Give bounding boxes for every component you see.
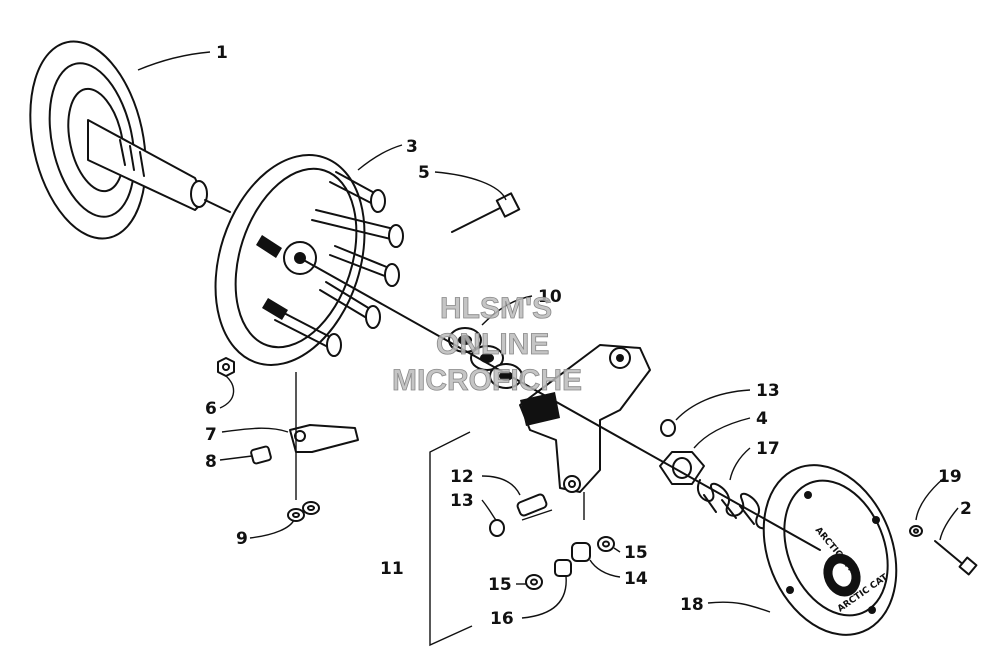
watermark-line-2: ONLINE	[436, 328, 549, 361]
part-4-hex-nut	[659, 451, 705, 485]
callout-17: 17	[756, 439, 780, 459]
callout-10: 10	[538, 287, 562, 307]
leader-lines	[137, 51, 959, 619]
part-3-housing	[214, 154, 404, 366]
callout-15a: 15	[624, 543, 648, 563]
callout-1: 1	[216, 43, 228, 63]
callout-19: 19	[938, 467, 962, 487]
part-5-bolt	[451, 192, 521, 233]
callout-12: 12	[450, 467, 474, 487]
watermark: HLSM'S ONLINE MICROFICHE	[392, 292, 583, 398]
callout-13a: 13	[450, 491, 474, 511]
part-12-pin	[516, 493, 548, 517]
callout-13b: 13	[756, 381, 780, 401]
callout-11: 11	[380, 559, 404, 579]
part-19-washer	[909, 525, 923, 537]
callout-8: 8	[205, 452, 217, 472]
callout-7: 7	[205, 425, 217, 445]
callout-15b: 15	[488, 575, 512, 595]
watermark-line-3: MICROFICHE	[392, 364, 582, 397]
part-18-cover: ARCTIC CAT ARCTIC CAT	[762, 464, 898, 636]
part-9-washers	[287, 501, 320, 522]
callout-5: 5	[418, 163, 430, 183]
watermark-line-1: HLSM'S	[440, 292, 552, 325]
part-13-buttons	[489, 419, 676, 537]
bracket-11	[429, 431, 473, 647]
callout-3: 3	[406, 137, 418, 157]
part-6-nut	[217, 357, 235, 377]
part-8-pin	[250, 445, 272, 465]
callout-16: 16	[490, 609, 514, 629]
part-2-screw	[934, 540, 978, 576]
callout-6: 6	[205, 399, 217, 419]
parts-14-16-rollers	[525, 536, 615, 590]
callout-14: 14	[624, 569, 648, 589]
callout-9: 9	[236, 529, 248, 549]
part-7-arm	[289, 424, 359, 453]
callout-4: 4	[756, 409, 768, 429]
part-1-sheave	[29, 40, 231, 240]
callout-18: 18	[680, 595, 704, 615]
callout-2: 2	[960, 499, 972, 519]
callout-numbers: 1 3 5 6 7 8 9 10 11 12 13 13 4 17 15 14 …	[205, 43, 972, 629]
axis-line	[299, 257, 821, 551]
